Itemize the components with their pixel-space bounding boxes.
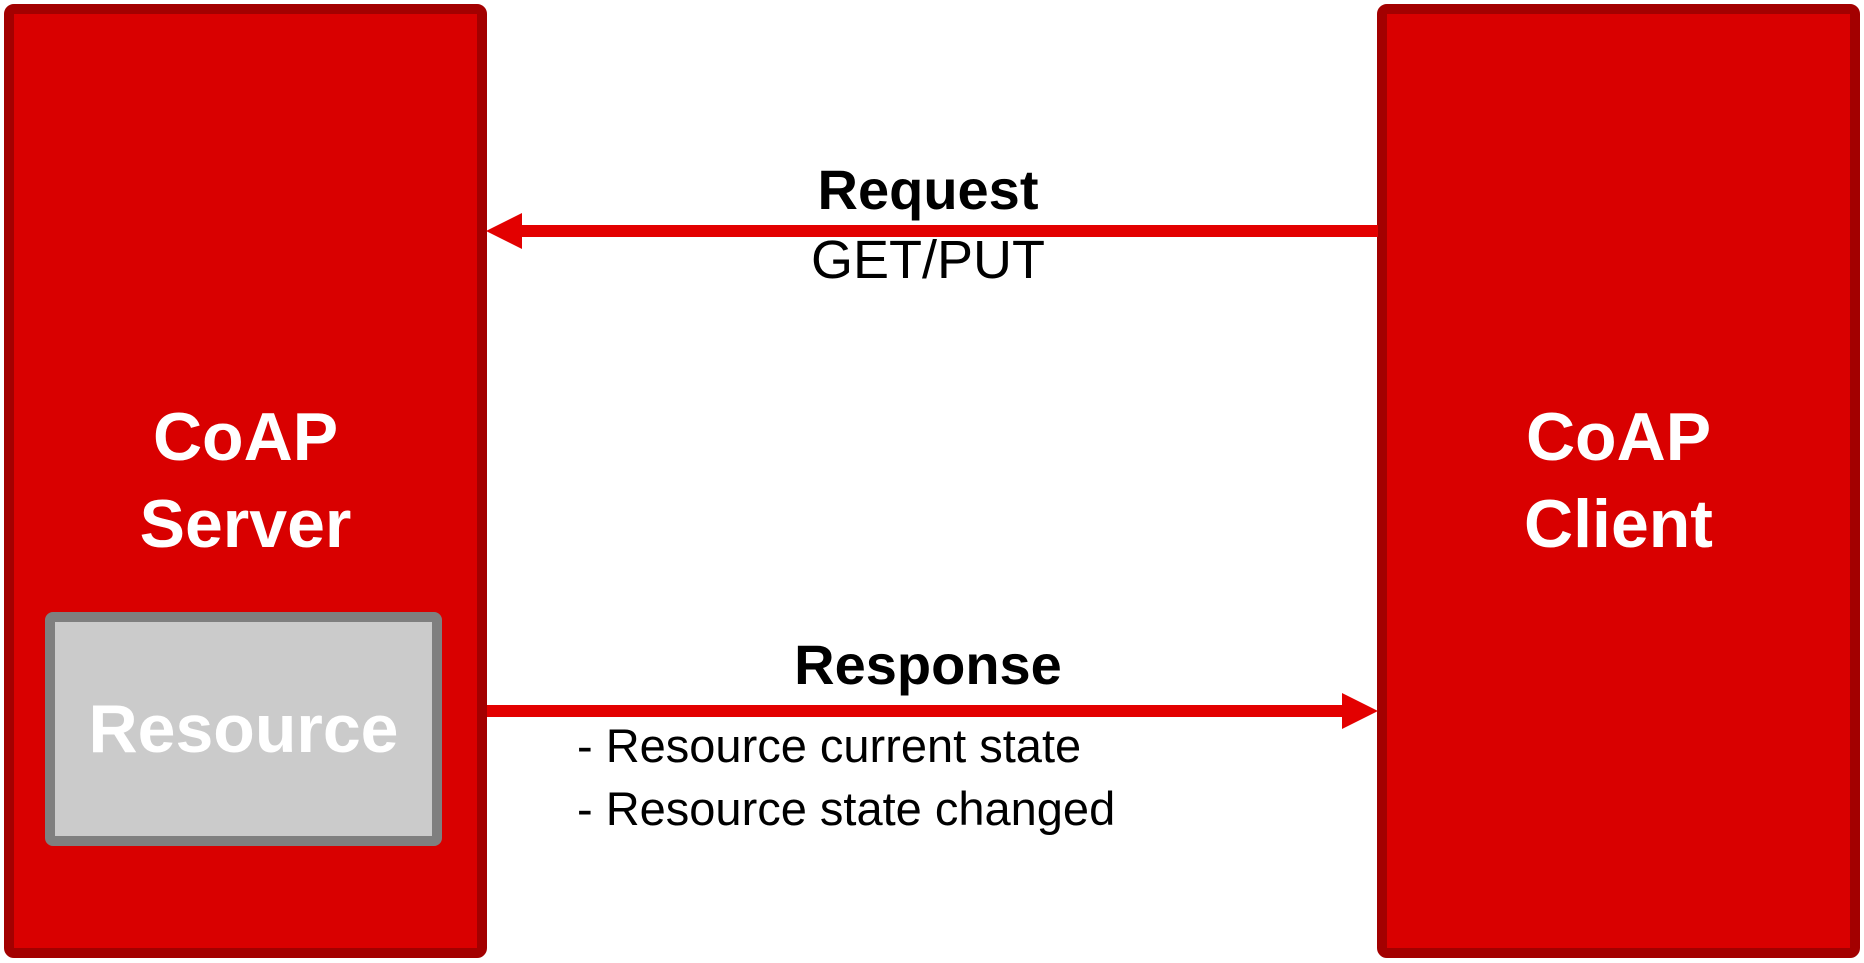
response-item: - Resource state changed <box>577 782 1116 835</box>
response-arrow-line <box>487 705 1348 717</box>
response-title: Response <box>794 633 1062 696</box>
resource-label: Resource <box>88 691 399 767</box>
coap-server-label: CoAP Server <box>139 399 352 562</box>
request-arrowhead-icon <box>486 213 522 249</box>
resource-box: Resource <box>45 612 442 846</box>
request-arrow-line <box>508 225 1378 237</box>
coap-server-box: CoAP Server Resource <box>4 4 487 958</box>
response-item: - Resource current state <box>577 719 1082 772</box>
request-methods: GET/PUT <box>810 230 1046 290</box>
coap-client-box: CoAP Client <box>1377 4 1860 958</box>
coap-client-label: CoAP Client <box>1524 399 1713 562</box>
request-title: Request <box>817 158 1039 221</box>
response-items: - Resource current state - Resource stat… <box>577 714 1115 840</box>
response-arrowhead-icon <box>1342 693 1378 729</box>
